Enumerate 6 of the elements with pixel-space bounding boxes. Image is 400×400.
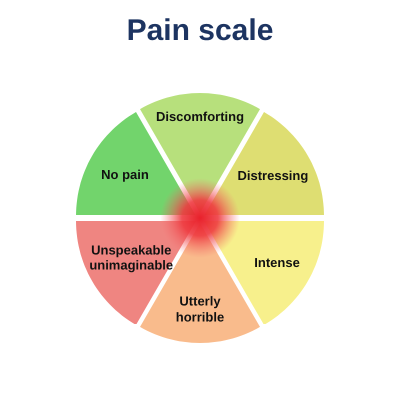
diagram-title: Pain scale xyxy=(126,14,274,48)
segment-label: Utterly horrible xyxy=(174,294,226,325)
segment-label: No pain xyxy=(100,166,150,182)
segment-label: Intense xyxy=(253,254,301,270)
segment-label: Discomforting xyxy=(154,109,246,125)
segment-label: Distressing xyxy=(236,168,310,184)
